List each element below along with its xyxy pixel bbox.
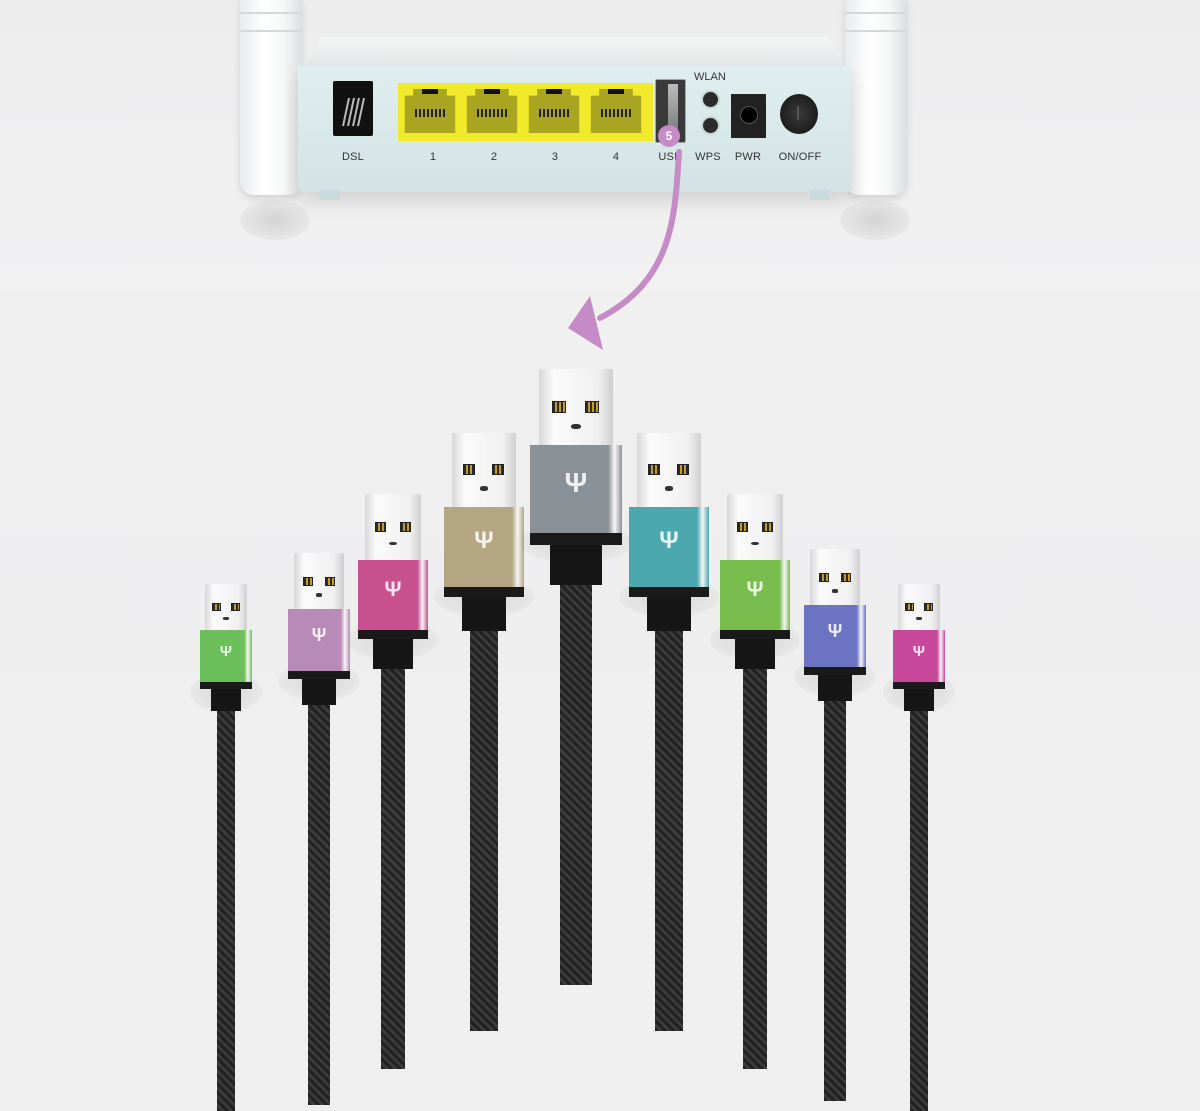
usb-logo-icon: Ψ [746,577,764,601]
port-label-pwr: PWR [734,151,762,163]
antenna-shadow-left [240,200,310,240]
usb-shell: Ψ [200,630,252,682]
usb-cable [910,711,928,1111]
usb-shell: Ψ [444,507,524,587]
wps-button [701,116,720,135]
port-label-wps: WPS [695,151,721,163]
usb-cable [381,669,405,1069]
power-switch [780,94,818,134]
usb-shell: Ψ [720,560,790,630]
usb-logo-icon: Ψ [659,527,679,554]
usb-logo-icon: Ψ [827,620,843,641]
router-top-surface [305,37,845,69]
wlan-label: WLAN [694,71,726,83]
usb-connector-2: Ψ [278,553,360,1105]
usb-logo-icon: Ψ [384,577,402,601]
port-label-dsl: DSL [342,151,364,163]
usb-cable [308,705,330,1105]
wlan-button [701,90,720,109]
usb-shell: Ψ [804,605,866,667]
usb-shell: Ψ [358,560,428,630]
usb-logo-icon: Ψ [912,643,926,660]
usb-callout-badge: 5 [658,125,680,147]
usb-shell: Ψ [893,630,945,682]
antenna-shadow-right [840,200,910,240]
antenna-left [240,0,302,195]
usb-logo-icon: Ψ [474,527,494,554]
antenna-right [845,0,907,195]
usb-connector-7: Ψ [710,494,800,1069]
usb-logo-icon: Ψ [564,467,588,498]
port-label-2: 2 [490,151,498,163]
usb-plug-head [539,369,613,445]
usb-connector-1: Ψ [190,584,262,1111]
usb-shell: Ψ [629,507,709,587]
usb-cable [824,701,846,1101]
usb-shell: Ψ [530,445,622,533]
router-foot-left [320,190,340,200]
port-label-onoff: ON/OFF [778,151,822,163]
usb-plug-head [637,433,701,507]
usb-connector-5: Ψ [520,369,632,985]
router-foot-right [810,190,830,200]
usb-connector-9: Ψ [883,584,955,1111]
usb-plug-head [452,433,516,507]
power-jack [731,94,766,138]
lan-ports-block [398,83,653,141]
lan-port-1 [404,89,456,133]
usb-plug-head [810,549,860,605]
usb-shell: Ψ [288,609,350,671]
lan-port-3 [528,89,580,133]
port-label-1: 1 [429,151,437,163]
usb-cable [470,631,498,1031]
router-rear-panel: WLAN 5 DSL 1 2 3 4 USB WPS PWR ON/OFF [298,66,851,192]
usb-plug-head [294,553,344,609]
usb-cable [560,585,592,985]
lan-port-2 [466,89,518,133]
usb-cable [743,669,767,1069]
usb-connector-4: Ψ [434,433,534,1031]
callout-arrow-icon [568,149,682,350]
lan-port-4 [590,89,642,133]
dsl-port [333,81,373,136]
port-label-4: 4 [612,151,620,163]
usb-connector-8: Ψ [794,549,876,1101]
usb-logo-icon: Ψ [311,624,327,645]
port-label-3: 3 [551,151,559,163]
usb-plug-head [727,494,783,560]
usb-plug-head [365,494,421,560]
usb-connector-6: Ψ [619,433,719,1031]
usb-cable [655,631,683,1031]
usb-connector-3: Ψ [348,494,438,1069]
usb-cable [217,711,235,1111]
usb-logo-icon: Ψ [219,643,233,660]
